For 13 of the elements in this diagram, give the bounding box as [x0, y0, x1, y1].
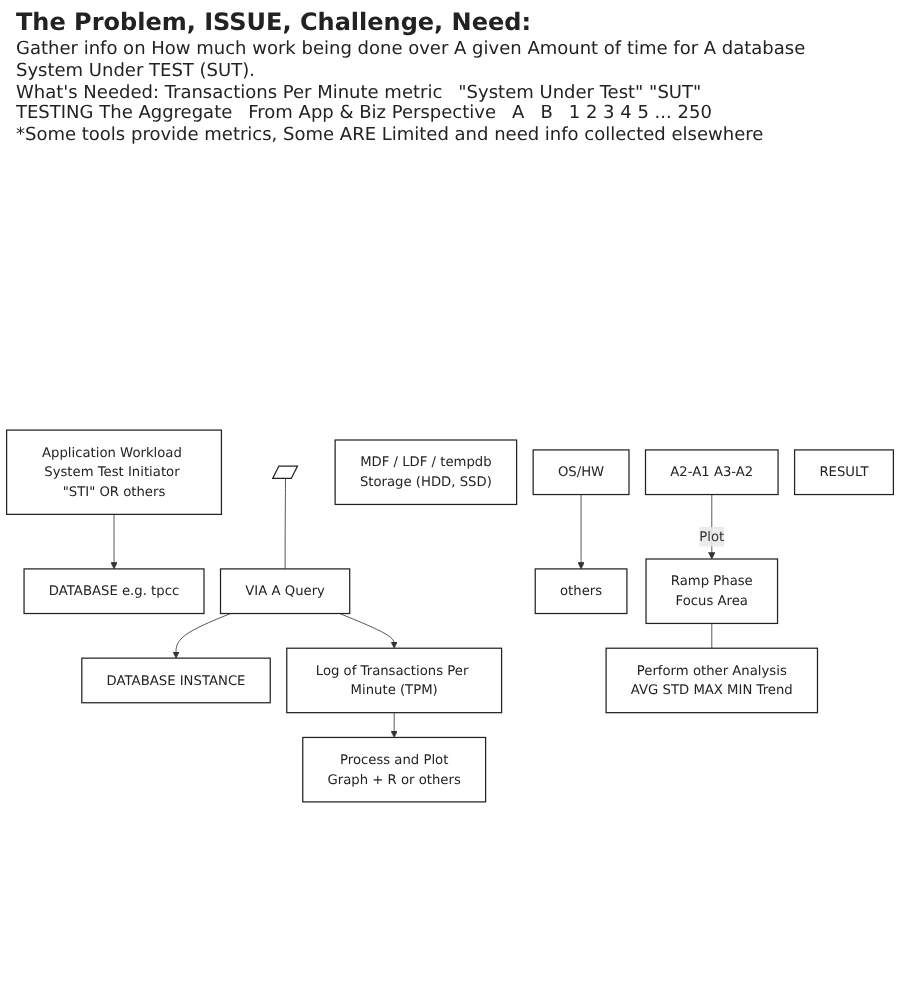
note-text: TESTING The Aggregate [16, 104, 233, 126]
note-text: Gather info on How much work being done over A given Amount of time for A database System Under TEST (SUT). [16, 40, 808, 84]
note-text: B [540, 104, 553, 126]
title: The Problem, ISSUE, Challenge, Need: [16, 8, 534, 36]
note-text: From App & Biz Perspective [248, 104, 497, 126]
note-text: What's Needed: Transactions Per Minute metric [16, 83, 443, 104]
note-text: 1 2 3 4 5 ... 250 [568, 104, 712, 126]
note-text: *Some tools provide metrics, Some ARE Limited and need info collected elsewhere [16, 126, 764, 148]
note-text: "System Under Test" "SUT" [458, 83, 702, 104]
connector [284, 478, 286, 570]
node-box [271, 465, 299, 480]
note-text: A [512, 104, 525, 126]
connector [711, 623, 713, 649]
